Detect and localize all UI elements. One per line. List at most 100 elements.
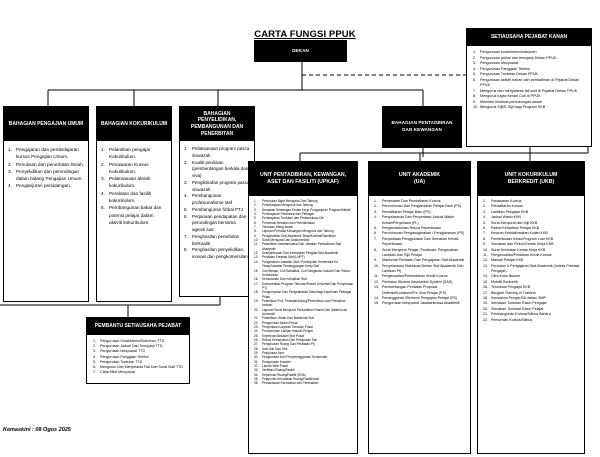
list-text: Rekod Kemasukan Dan Pelupusan Fail xyxy=(262,338,317,342)
pembantu-setiausaha-card: PEMBANTU SETIAUSAHA PEJABAT 1.Pengurusan… xyxy=(86,317,190,384)
list-number: 16. xyxy=(254,277,259,282)
list-number: 15. xyxy=(374,301,379,306)
list-text: Pelantikan Prof. Pelawat/Adjung/Pemeriks… xyxy=(262,298,346,308)
bahagian-kokurikulum-title: BAHAGIAN KOKURIKULUM xyxy=(97,107,171,141)
list-text: Mengurus Dan Menyelaras Fail Dan Surat S… xyxy=(100,365,184,370)
list-number: 8. xyxy=(254,229,257,234)
list-text: Penyediaan Laporan Tahunan Pusat xyxy=(262,324,313,329)
list-text: Pengurusan Mesyuarat xyxy=(480,61,519,66)
list-text: Pembayaran Tuntutan dan Pendahuluan Diri xyxy=(262,216,324,221)
list-number: 4. xyxy=(93,354,96,359)
unit-ukb-item: 15.Mobiliti Berkredit xyxy=(483,280,581,285)
bahagian-penyelidikan-item: 3.Pengiktirafan program pasca siswazah xyxy=(184,180,250,194)
list-text: Surat Menyurat dan Sijil KKB xyxy=(491,220,538,225)
pembantu-setiausaha-item: 7.Catat Minit Mesyuarat xyxy=(93,370,185,375)
list-text: Penghasilan penerbitan berkualiti xyxy=(192,233,240,246)
list-text: Keperluan Bekalan Stor Pusat xyxy=(262,333,305,338)
list-text: Pembangunan Kursus/Silibus Baharu xyxy=(491,312,551,317)
unit-upkaf-item: 24.Permohonan Latihan Industri Pelajar xyxy=(254,329,354,333)
list-number: 4. xyxy=(184,193,188,199)
bahagian-pengajian-umum-item: 3.Penyelidikan dan perundingan dalam bid… xyxy=(8,168,84,183)
list-number: 12. xyxy=(483,258,488,263)
list-number: 22. xyxy=(483,317,488,322)
pembantu-setiausaha-item: 3.Pengurusan Mesyuarat TTD xyxy=(93,349,185,354)
list-number: 5. xyxy=(101,205,105,211)
list-text: Pengumpulan Dan Penyelarasan Data Bagi K… xyxy=(262,290,352,299)
list-number: 4. xyxy=(101,190,105,196)
list-text: Laporan Surat Menyurat Pentadbiran Rasmi… xyxy=(262,307,348,316)
list-number: 2. xyxy=(254,203,257,208)
setiausaha-kanan-item: 6.Pengurusan aktiviti harian dan pentadb… xyxy=(473,78,587,89)
unit-upkaf-item: 19.Pelantikan Prof. Pelawat/Adjung/Pemer… xyxy=(254,299,354,308)
list-text: Pelupusan Aset xyxy=(262,351,284,356)
list-text: Penawaran Kursus Kokurikulum. xyxy=(109,161,149,174)
bahagian-kokurikulum-item: 4.Peralatan dan fasiliti kokurikulum. xyxy=(101,190,167,205)
unit-akademik-item: 9.Maklumat Penilaian Dan Pengajaran Staf… xyxy=(374,258,467,263)
list-text: Markah Pelajar KKB xyxy=(491,258,524,263)
list-text: Penangguhan /Berhenti Pengajian Pelajar … xyxy=(382,296,458,301)
list-text: Pengurusan Surat/Memo/Dokumen TTD xyxy=(100,339,165,343)
last-updated-note: Kemaskini : 08 Ogos 2025 xyxy=(3,427,71,433)
list-text: Semakan dan Rekod Kertas Kerja KKB xyxy=(491,242,554,247)
unit-upkaf-item: 5.Pembayaran Tuntutan dan Pendahuluan Di… xyxy=(254,216,354,220)
list-text: Pemurnian Kursus/Silibus xyxy=(491,317,533,322)
unit-upkaf-item: 25.Keperluan Bekalan Stor Pusat xyxy=(254,334,354,338)
list-text: Pengurusan Tuntutan Dekan PPUK xyxy=(480,72,539,77)
bahagian-pentadbiran-title: BAHAGIAN PENTADBIRAN DAN KEWANGAN xyxy=(391,120,453,132)
unit-akademik-title: UNIT AKADEMIK (UA) xyxy=(369,162,470,196)
unit-ukb-item: 16.Temubual Pengajar KKB xyxy=(483,285,581,290)
list-number: 3. xyxy=(473,61,477,66)
list-number: 2. xyxy=(473,55,477,60)
bahagian-pengajian-umum-item: 4.Penganjuran persidangan. xyxy=(8,182,84,189)
unit-upkaf-item: 16.Kemudahan Dan Kebajikan Staf xyxy=(254,277,354,281)
unit-ukb-item: 5.Surat Menyurat dan Sijil KKB xyxy=(483,221,581,226)
list-text: Surat Kelulusan Kertas Kerja KKB xyxy=(491,247,546,252)
list-text: Pengajaran dan pembelajaran kursus Penga… xyxy=(16,147,79,160)
unit-akademik-item: 4.Penyelarasan Dan Penyediaan Jadual Wak… xyxy=(374,215,467,226)
setiausaha-kanan-item: 9.Memberi khidmat perhubungan awam xyxy=(473,100,587,106)
unit-ukb-item: 8.Pemeriksaan Kelas/Program Luar KKB xyxy=(483,237,581,242)
bahagian-pengajian-umum-title: BAHAGIAN PENGAJIAN UMUM xyxy=(4,107,88,141)
list-text: Memberi khidmat perhubungan awam xyxy=(480,99,542,104)
setiausaha-kanan-item: 2.Pengurusan jadual dan temujanji Dekan … xyxy=(473,56,587,62)
list-number: 9. xyxy=(374,258,377,263)
bahagian-pengajian-umum-item: 1.Pengajaran dan pembelajaran kursus Pen… xyxy=(8,146,84,161)
pembantu-setiausaha-item: 6.Mengurus Dan Menyelaras Fail Dan Surat… xyxy=(93,365,185,370)
list-number: 22. xyxy=(254,320,259,325)
list-number: 31. xyxy=(254,359,259,364)
unit-upkaf-item: 6.Perolehan Bekalan dan Perkhidmatan xyxy=(254,221,354,225)
list-text: Pengurusan jadual dan temujanji Dekan PP… xyxy=(480,55,557,60)
pembantu-setiausaha-item: 5.Pengurusan Tuntutan TTD xyxy=(93,360,185,365)
list-text: Aset Alih Dan Stor xyxy=(262,346,288,351)
pembantu-setiausaha-title: PEMBANTU SETIAUSAHA PEJABAT xyxy=(87,318,189,335)
unit-ukb-item: 22.Pemurnian Kursus/Silibus xyxy=(483,318,581,323)
list-text: Laman Web Pusat xyxy=(262,364,288,369)
unit-upkaf-item: 3.Semakan Kewangan Kertas Kerja Penganju… xyxy=(254,208,354,212)
unit-upkaf-item: 18.Pengumpulan Dan Penyelarasan Data Bag… xyxy=(254,290,354,299)
chart-title: CARTA FUNGSI PPUK xyxy=(254,29,356,40)
list-number: 1. xyxy=(101,147,105,152)
list-number: 2. xyxy=(8,161,12,167)
list-text: Penghasilan penyelidikan, inovasi dan pe… xyxy=(192,247,248,259)
list-text: Surat Menyurat Dan Dokumentasi xyxy=(262,238,310,243)
list-number: 28. xyxy=(254,346,259,351)
unit-ukb-item: 4.Jadual Waktu KKB xyxy=(483,215,581,220)
list-text: Citra Koku ilkulum xyxy=(491,274,520,279)
list-text: Laporan Prestasi Kewangan Mengurus dan T… xyxy=(262,229,334,234)
list-text: Dokumentasi Program Tahunan/Rasmi Univer… xyxy=(262,281,354,290)
setiausaha-kanan-item: 5.Pengurusan Tuntutan Dekan PPUK xyxy=(473,72,587,78)
unit-upkaf-item: 32.Laman Web Pusat xyxy=(254,364,354,368)
unit-akademik-item: 8.Surat Menyurat Pelajar, Perakuan, Peng… xyxy=(374,248,467,259)
list-text: Mengurus dan menyelaras fail sulit di Pe… xyxy=(480,88,578,93)
list-number: 1. xyxy=(374,199,377,203)
list-number: 24. xyxy=(254,329,259,334)
setiausaha-kanan-item: 1.Pengurusan surat/memo/dokumen xyxy=(473,50,587,56)
list-number: 5. xyxy=(473,72,477,77)
setiausaha-kanan-item: 3.Pengurusan Mesyuarat xyxy=(473,61,587,67)
unit-upkaf-item: 15.Cuti Belajar, Cuti Sabatikal, Cuti Sa… xyxy=(254,269,354,278)
list-number: 2. xyxy=(101,161,105,167)
list-text: Mengurus Sijil/E-Sijil bagi Program KKB xyxy=(480,105,546,110)
list-number: 7. xyxy=(473,88,477,93)
